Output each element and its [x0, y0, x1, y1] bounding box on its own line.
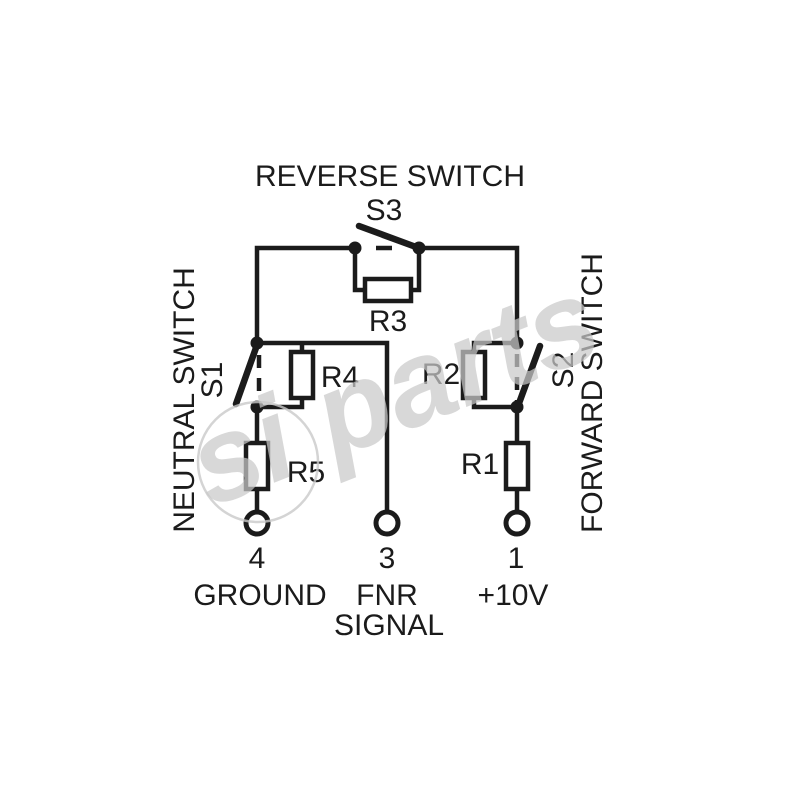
resistor-r4 — [288, 349, 316, 401]
forward-switch-label: FORWARD SWITCH — [576, 253, 609, 533]
resistor-r2 — [460, 349, 488, 401]
resistor-r3 — [362, 276, 414, 304]
s1-top-contact-dot — [250, 336, 264, 350]
wire-top-right — [419, 245, 520, 341]
wire-top-left — [254, 245, 355, 343]
terminal-3-pin-label: 3 — [379, 542, 396, 575]
ground-label: GROUND — [193, 579, 326, 612]
r1-label: R1 — [461, 448, 499, 481]
s2-top-contact-dot — [510, 336, 524, 350]
fnr-label: FNR — [356, 579, 418, 612]
s1-switch-arm — [232, 341, 261, 408]
watermark-circle — [196, 400, 320, 524]
plus10v-label: +10V — [478, 579, 549, 612]
r2-label: R2 — [422, 358, 460, 391]
terminal-4-pin-label: 4 — [249, 542, 266, 575]
resistor-r1 — [503, 440, 531, 492]
s3-label: S3 — [366, 194, 403, 227]
terminal-1-pin-label: 1 — [508, 542, 525, 575]
s2-switch-arm — [514, 342, 544, 410]
s1-label: S1 — [196, 362, 229, 399]
s3-right-contact-dot — [412, 241, 426, 255]
r3-label: R3 — [369, 305, 407, 338]
terminal-1 — [503, 509, 531, 537]
s3-switch-arm — [355, 222, 420, 251]
signal-label: SIGNAL — [334, 609, 444, 642]
r4-label: R4 — [321, 361, 359, 394]
s2-label: S2 — [547, 352, 580, 389]
terminal-3 — [373, 509, 401, 537]
reverse-switch-label: REVERSE SWITCH — [255, 160, 525, 193]
neutral-switch-label: NEUTRAL SWITCH — [168, 267, 201, 533]
s3-left-contact-dot — [348, 241, 362, 255]
